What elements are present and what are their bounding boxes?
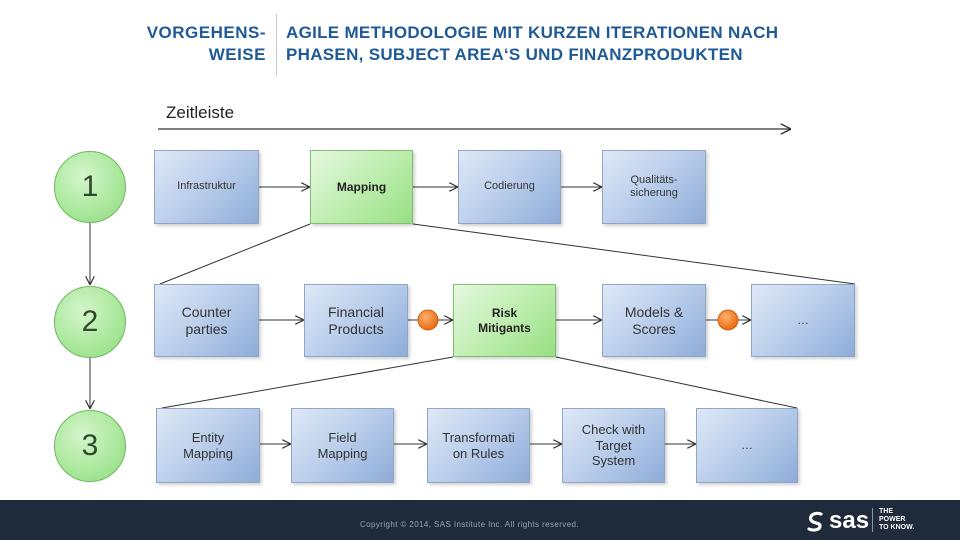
- section-title-line2: WEISE: [208, 45, 266, 64]
- step-circle-2: 2: [54, 286, 126, 358]
- box-row2-ellipsis: …: [751, 284, 855, 357]
- slide-title-line2: PHASEN, SUBJECT AREA‘S UND FINANZPRODUKT…: [286, 45, 743, 64]
- slide-title: AGILE METHODOLOGIE MIT KURZEN ITERATIONE…: [286, 22, 926, 66]
- copyright-text: Copyright © 2014, SAS Institute Inc. All…: [360, 520, 580, 529]
- section-title: VORGEHENS- WEISE: [100, 22, 266, 66]
- zoom-line-left-2: [161, 356, 454, 409]
- step-circle-3: 3: [54, 410, 126, 482]
- zoom-line-right-2: [555, 356, 798, 409]
- box-risk-mitigants: Risk Mitigants: [453, 284, 556, 357]
- footer-bar: [0, 500, 960, 540]
- zoom-line-right-1: [412, 223, 856, 285]
- logo-divider: [872, 508, 873, 532]
- zoom-line-left-1: [159, 223, 311, 285]
- tagline-line3: TO KNOW.: [879, 524, 915, 531]
- step-circle-1: 1: [54, 151, 126, 223]
- box-models-scores: Models & Scores: [602, 284, 706, 357]
- sas-logo-icon: [807, 511, 823, 532]
- sas-tagline: THE POWER TO KNOW.: [879, 508, 914, 532]
- milestone-dot-2: [717, 309, 739, 331]
- box-qualitaetssicherung: Qualitäts- sicherung: [602, 150, 706, 224]
- tagline-line1: THE: [879, 508, 893, 515]
- box-financial-products: Financial Products: [304, 284, 408, 357]
- header-divider: [276, 14, 277, 76]
- timeline-label: Zeitleiste: [166, 103, 235, 122]
- tagline-line2: POWER: [879, 516, 906, 523]
- section-title-line1: VORGEHENS-: [146, 23, 266, 42]
- box-row3-ellipsis: …: [696, 408, 798, 483]
- box-counterparties: Counter parties: [154, 284, 259, 357]
- box-infrastruktur: Infrastruktur: [154, 150, 259, 224]
- box-check-target-system: Check with Target System: [562, 408, 665, 483]
- milestone-dot-1: [417, 309, 439, 331]
- box-codierung: Codierung: [458, 150, 561, 224]
- box-transformation-rules: Transformati on Rules: [427, 408, 530, 483]
- box-mapping: Mapping: [310, 150, 413, 224]
- slide-title-line1: AGILE METHODOLOGIE MIT KURZEN ITERATIONE…: [286, 23, 779, 42]
- box-entity-mapping: Entity Mapping: [156, 408, 260, 483]
- box-field-mapping: Field Mapping: [291, 408, 394, 483]
- sas-logo: sas: [829, 507, 870, 534]
